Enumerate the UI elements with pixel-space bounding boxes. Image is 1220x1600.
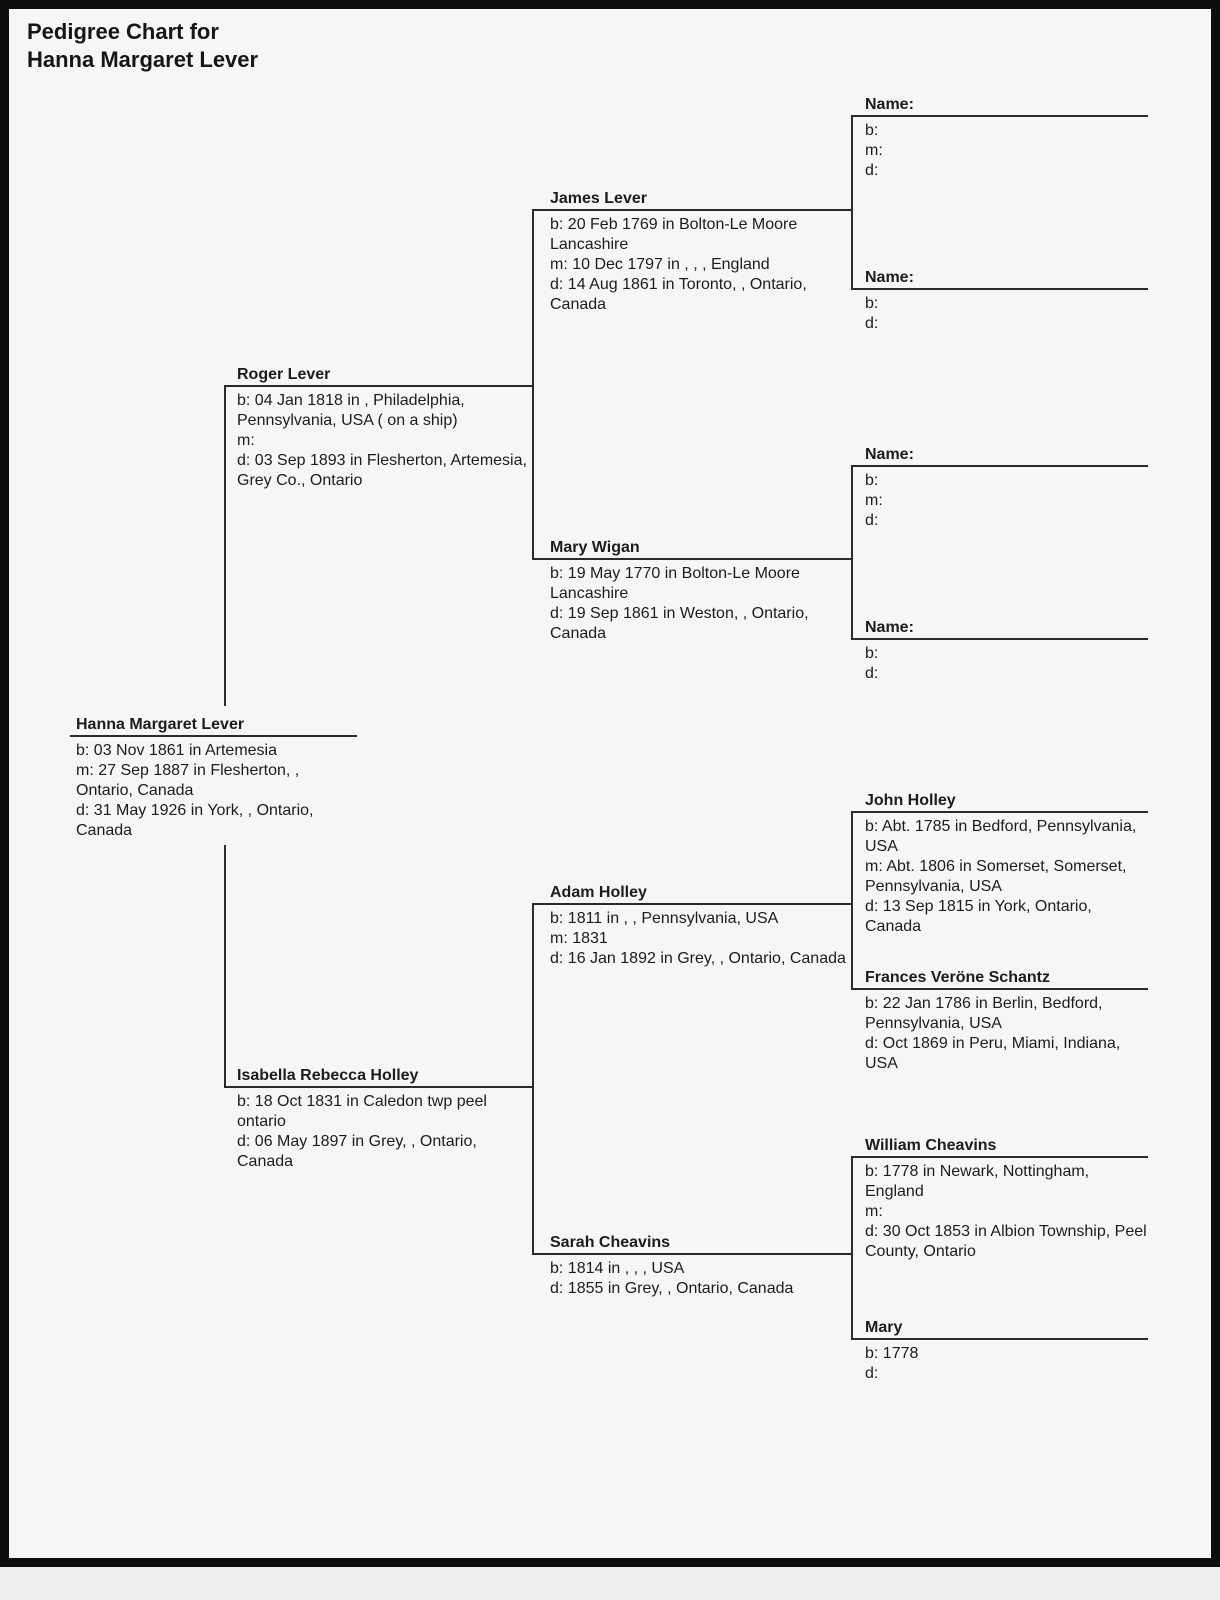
person-name: Hanna Margaret Lever xyxy=(70,715,357,737)
person-details: b: 19 May 1770 in Bolton-Le Moore Lancas… xyxy=(533,560,852,644)
connector-hanna-parents-lower xyxy=(224,845,226,1088)
person-details: b: m: d: xyxy=(852,117,1148,181)
person-card-isabella-rebecca-holley: Isabella Rebecca Holley b: 18 Oct 1831 i… xyxy=(225,1066,533,1172)
person-details: b: 22 Jan 1786 in Berlin, Bedford, Penns… xyxy=(852,990,1148,1074)
person-details: b: 1811 in , , Pennsylvania, USA m: 1831 d… xyxy=(533,905,852,969)
person-name: Isabella Rebecca Holley xyxy=(225,1066,533,1088)
connector-james-parents xyxy=(851,115,853,290)
person-card-roger-lever: Roger Lever b: 04 Jan 1818 in , Philadel… xyxy=(225,365,533,491)
detail-line: d: 14 Aug 1861 in Toronto, , Ontario, Ca… xyxy=(550,276,807,313)
person-card-sarah-cheavins: Sarah Cheavins b: 1814 in , , , USA d: 18… xyxy=(533,1233,852,1299)
detail-line: m: xyxy=(865,492,883,509)
connector-adam-parents xyxy=(851,811,853,990)
person-card-hanna-margaret-lever: Hanna Margaret Lever b: 03 Nov 1861 in A… xyxy=(70,715,357,841)
detail-line: b: 03 Nov 1861 in Artemesia xyxy=(76,742,278,759)
chart-title-line1: Pedigree Chart for xyxy=(27,19,219,44)
detail-line: m: 10 Dec 1797 in , , , England xyxy=(550,256,770,273)
person-name: James Lever xyxy=(533,189,852,211)
person-card-james-lever: James Lever b: 20 Feb 1769 in Bolton-Le … xyxy=(533,189,852,315)
person-card-frances-verone-schantz: Frances Veröne Schantz b: 22 Jan 1786 in… xyxy=(852,968,1148,1074)
person-name: Name: xyxy=(852,445,1148,467)
detail-line: d: 16 Jan 1892 in Grey, , Ontario, Canad… xyxy=(550,950,846,967)
person-details: b: 1778 d: xyxy=(852,1340,1148,1384)
person-details: b: 03 Nov 1861 in Artemesia m: 27 Sep 188… xyxy=(70,737,357,841)
detail-line: b: xyxy=(865,472,879,489)
person-name: Name: xyxy=(852,268,1148,290)
detail-line: b: 1778 in Newark, Nottingham, England xyxy=(865,1163,1090,1200)
person-name: Name: xyxy=(852,95,1148,117)
connector-hanna-parents-upper xyxy=(224,385,226,706)
detail-line: d: 30 Oct 1853 in Albion Township, Peel … xyxy=(865,1223,1147,1260)
person-name: William Cheavins xyxy=(852,1136,1148,1158)
person-name: Mary Wigan xyxy=(533,538,852,560)
page-frame xyxy=(0,0,1220,1567)
detail-line: d: xyxy=(865,665,879,682)
person-card-john-holley: John Holley b: Abt. 1785 in Bedford, Pen… xyxy=(852,791,1148,937)
connector-roger-parents xyxy=(532,209,534,560)
detail-line: b: 20 Feb 1769 in Bolton-Le Moore Lancas… xyxy=(550,216,798,253)
connector-isabella-parents xyxy=(532,903,534,1255)
detail-line: m: xyxy=(237,432,255,449)
person-name: Sarah Cheavins xyxy=(533,1233,852,1255)
detail-line: b: 18 Oct 1831 in Caledon twp peel ontar… xyxy=(237,1093,487,1130)
detail-line: b: 1811 in , , Pennsylvania, USA xyxy=(550,910,779,927)
detail-line: b: 19 May 1770 in Bolton-Le Moore Lancas… xyxy=(550,565,800,602)
detail-line: d: xyxy=(865,1365,879,1382)
person-name: John Holley xyxy=(852,791,1148,813)
person-card-adam-holley: Adam Holley b: 1811 in , , Pennsylvania,… xyxy=(533,883,852,969)
person-details: b: 20 Feb 1769 in Bolton-Le Moore Lancas… xyxy=(533,211,852,315)
detail-line: b: 1778 xyxy=(865,1345,919,1362)
person-card-mary: Mary b: 1778 d: xyxy=(852,1318,1148,1384)
person-details: b: 1778 in Newark, Nottingham, England m:… xyxy=(852,1158,1148,1262)
chart-title-line2: Hanna Margaret Lever xyxy=(27,47,259,72)
detail-line: m: xyxy=(865,1203,883,1220)
person-name: Name: xyxy=(852,618,1148,640)
detail-line: d: 13 Sep 1815 in York, Ontario, Canada xyxy=(865,898,1092,935)
detail-line: m: 27 Sep 1887 in Flesherton, , Ontario,… xyxy=(76,762,300,799)
person-name: Roger Lever xyxy=(225,365,533,387)
detail-line: b: xyxy=(865,122,879,139)
detail-line: d: 31 May 1926 in York, , Ontario, Canad… xyxy=(76,802,314,839)
person-details: b: d: xyxy=(852,640,1148,684)
person-name: Mary xyxy=(852,1318,1148,1340)
connector-mary-wigan-parents xyxy=(851,465,853,640)
person-details: b: d: xyxy=(852,290,1148,334)
detail-line: d: 1855 in Grey, , Ontario, Canada xyxy=(550,1280,794,1297)
person-card-blank-4: Name: b: d: xyxy=(852,618,1148,684)
connector-sarah-parents xyxy=(851,1156,853,1340)
detail-line: b: xyxy=(865,645,879,662)
person-card-blank-3: Name: b: m: d: xyxy=(852,445,1148,531)
person-card-blank-2: Name: b: d: xyxy=(852,268,1148,334)
detail-line: d: Oct 1869 in Peru, Miami, Indiana, USA xyxy=(865,1035,1121,1072)
detail-line: d: xyxy=(865,162,879,179)
person-card-william-cheavins: William Cheavins b: 1778 in Newark, Nott… xyxy=(852,1136,1148,1262)
detail-line: d: 06 May 1897 in Grey, , Ontario, Canad… xyxy=(237,1133,477,1170)
person-card-blank-1: Name: b: m: d: xyxy=(852,95,1148,181)
person-card-mary-wigan: Mary Wigan b: 19 May 1770 in Bolton-Le M… xyxy=(533,538,852,644)
detail-line: b: 04 Jan 1818 in , Philadelphia, Pennsy… xyxy=(237,392,465,429)
person-details: b: Abt. 1785 in Bedford, Pennsylvania, U… xyxy=(852,813,1148,937)
detail-line: b: 1814 in , , , USA xyxy=(550,1260,685,1277)
detail-line: b: 22 Jan 1786 in Berlin, Bedford, Penns… xyxy=(865,995,1103,1032)
detail-line: m: xyxy=(865,142,883,159)
person-details: b: 1814 in , , , USA d: 1855 in Grey, , O… xyxy=(533,1255,852,1299)
person-name: Frances Veröne Schantz xyxy=(852,968,1148,990)
person-details: b: 04 Jan 1818 in , Philadelphia, Pennsy… xyxy=(225,387,533,491)
person-details: b: 18 Oct 1831 in Caledon twp peel ontar… xyxy=(225,1088,533,1172)
detail-line: d: xyxy=(865,315,879,332)
chart-title: Pedigree Chart for Hanna Margaret Lever xyxy=(27,18,258,74)
detail-line: d: xyxy=(865,512,879,529)
person-details: b: m: d: xyxy=(852,467,1148,531)
detail-line: m: Abt. 1806 in Somerset, Somerset, Penn… xyxy=(865,858,1127,895)
person-name: Adam Holley xyxy=(533,883,852,905)
detail-line: b: Abt. 1785 in Bedford, Pennsylvania, U… xyxy=(865,818,1137,855)
detail-line: m: 1831 xyxy=(550,930,608,947)
detail-line: d: 03 Sep 1893 in Flesherton, Artemesia,… xyxy=(237,452,527,489)
detail-line: b: xyxy=(865,295,879,312)
detail-line: d: 19 Sep 1861 in Weston, , Ontario, Can… xyxy=(550,605,809,642)
